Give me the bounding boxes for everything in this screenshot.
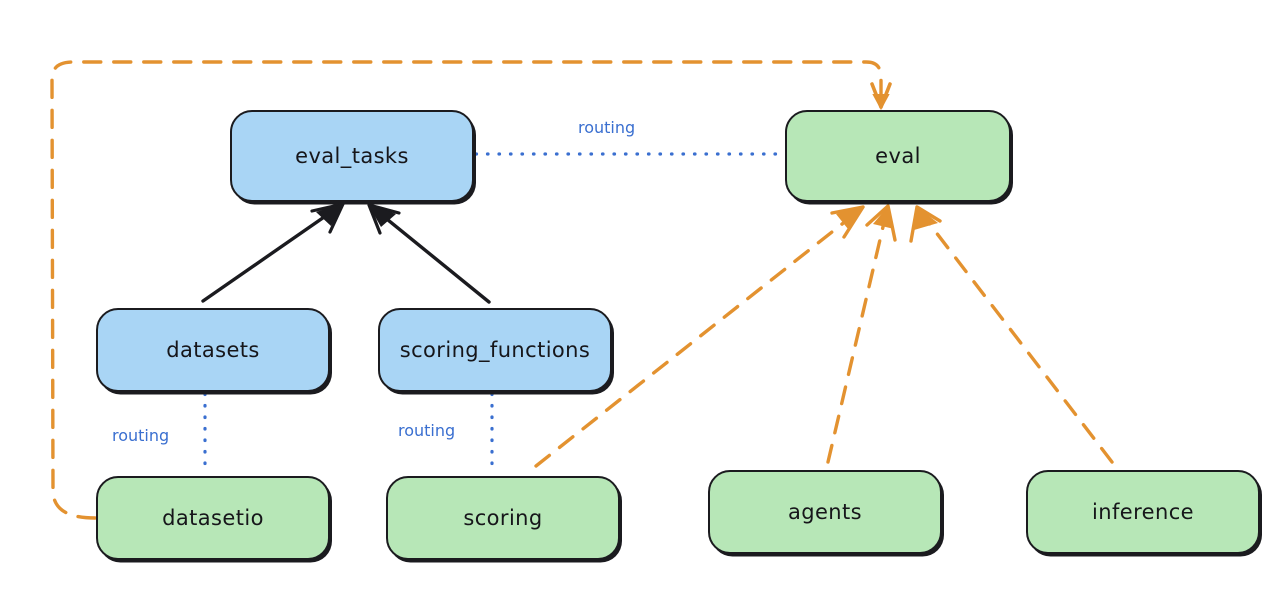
node-label: datasetio: [162, 506, 264, 530]
node-label: scoring: [463, 506, 543, 530]
node-label: eval_tasks: [295, 144, 409, 168]
node-label: datasets: [166, 338, 260, 362]
edge-inference-to-eval: [909, 205, 1114, 464]
node-inference[interactable]: inference: [1026, 470, 1260, 554]
node-eval_tasks[interactable]: eval_tasks: [230, 110, 474, 202]
node-datasetio[interactable]: datasetio: [96, 476, 330, 560]
node-label: scoring_functions: [399, 338, 591, 362]
node-scoring_functions[interactable]: scoring_functions: [378, 308, 612, 392]
node-label: inference: [1092, 500, 1194, 524]
node-label: agents: [787, 500, 862, 524]
node-label: eval: [875, 144, 921, 168]
edge-agents-to-eval: [826, 204, 897, 464]
edge-datasets-to-eval_tasks: [201, 202, 345, 303]
node-eval[interactable]: eval: [785, 110, 1011, 202]
node-scoring[interactable]: scoring: [386, 476, 620, 560]
edge-label-routing-datasets-datasetio: routing: [112, 426, 170, 445]
edge-scoring_functions-to-eval_tasks: [367, 203, 491, 304]
edge-label-routing-scoring_functions-scoring: routing: [398, 421, 456, 440]
node-agents[interactable]: agents: [708, 470, 942, 554]
edge-label-routing-eval_tasks-eval: routing: [578, 118, 636, 137]
node-datasets[interactable]: datasets: [96, 308, 330, 392]
